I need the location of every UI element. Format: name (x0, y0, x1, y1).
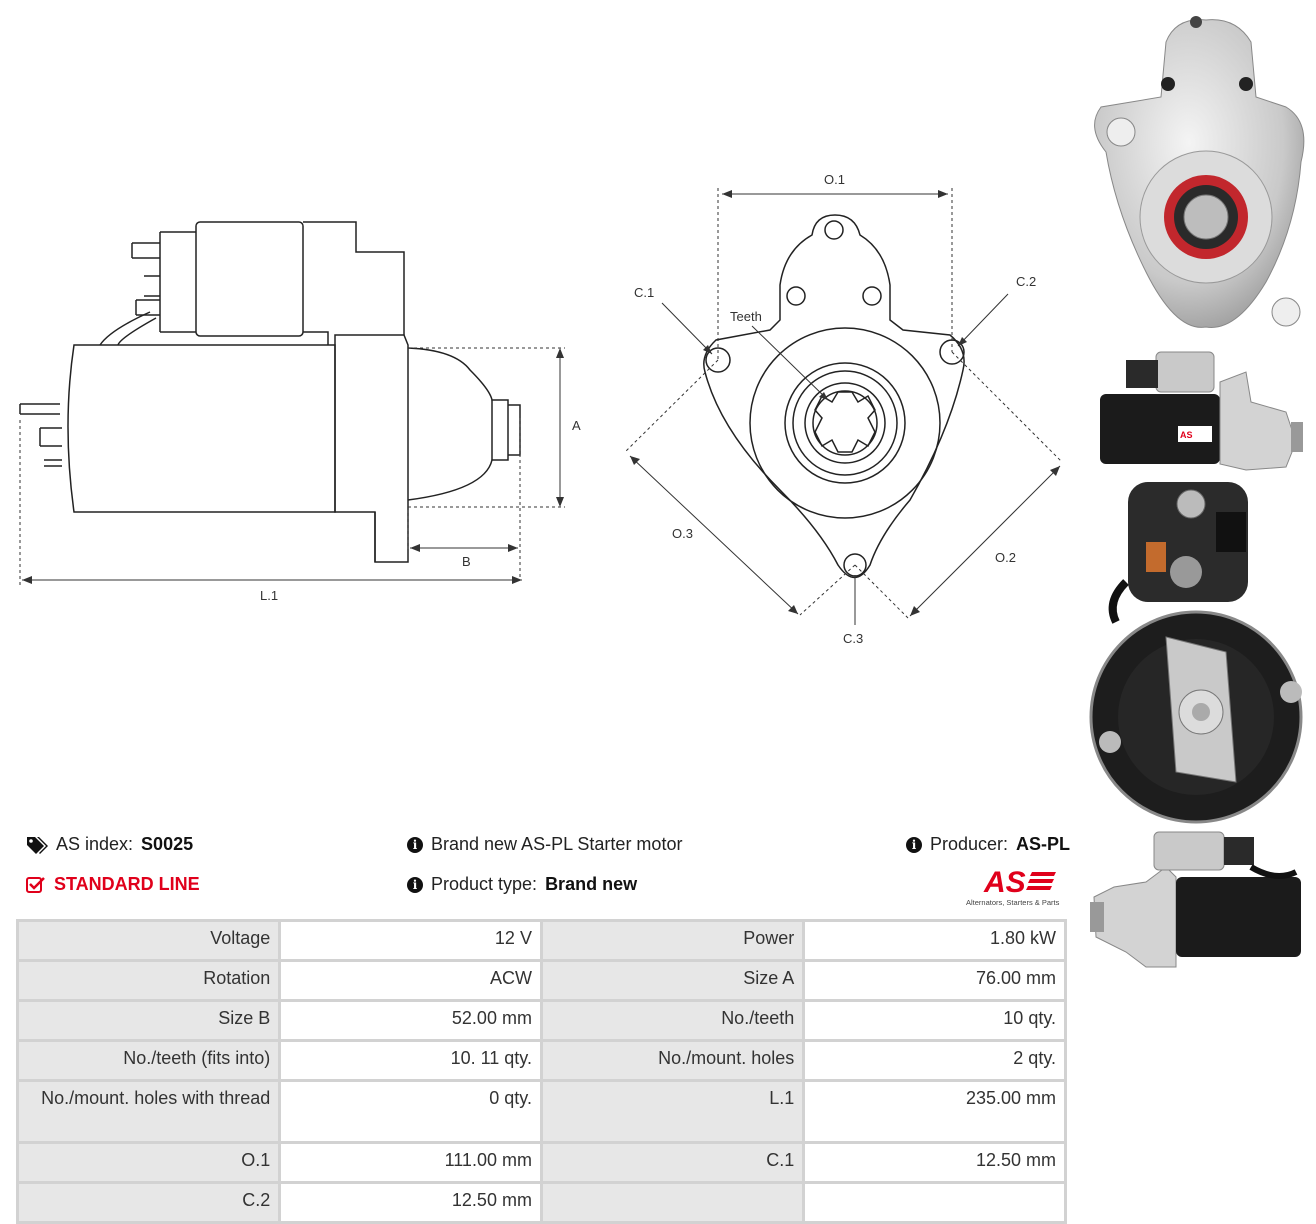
spec-label: Rotation (15, 959, 282, 1002)
as-index-label: AS index: (56, 834, 134, 854)
dim-label-o3: O.3 (672, 526, 693, 541)
dim-label-c1: C.1 (634, 285, 654, 300)
product-type-label: Product type: (431, 874, 538, 894)
product-line: STANDARD LINE (26, 874, 200, 895)
spec-value: 12.50 mm (278, 1181, 543, 1224)
teeth-label: Teeth (730, 309, 762, 324)
product-type: i Product type: Brand new (407, 874, 637, 895)
as-index-value: S0025 (141, 834, 194, 854)
spec-value: 111.00 mm (278, 1141, 543, 1184)
spec-label: No./teeth (fits into) (15, 1039, 282, 1082)
spec-value: 76.00 mm (802, 959, 1067, 1002)
spec-value: 235.00 mm (802, 1079, 1067, 1144)
dim-label-o2: O.2 (995, 550, 1016, 565)
standard-line-label: STANDARD LINE (54, 874, 200, 894)
photo-side-view: AS (1100, 351, 1303, 471)
svg-text:Alternators, Starters & Parts: Alternators, Starters & Parts (966, 898, 1060, 907)
producer-value: AS-PL (1016, 834, 1071, 854)
dim-label-a: A (572, 418, 581, 433)
product-info: AS index: S0025 STANDARD LINE i Brand ne… (26, 828, 1071, 908)
spec-label: No./teeth (539, 999, 806, 1042)
photo-side-view-2 (1090, 831, 1301, 968)
solenoid-outline (195, 221, 304, 337)
spec-value (802, 1181, 1067, 1224)
dim-label-c2: C.2 (1016, 274, 1036, 289)
spec-value: 1.80 kW (802, 919, 1067, 962)
as-index: AS index: S0025 (26, 834, 193, 855)
table-row: Rotation ACW Size A 76.00 mm (15, 959, 1067, 1002)
info-icon: i (407, 836, 423, 853)
info-icon: i (906, 836, 922, 853)
description: i Brand new AS-PL Starter motor (407, 834, 682, 855)
spec-value: 12 V (278, 919, 543, 962)
spec-value: ACW (278, 959, 543, 1002)
product-photos: AS (1086, 12, 1308, 1012)
table-row: O.1 111.00 mm C.1 12.50 mm (15, 1141, 1067, 1184)
spec-value: 10 qty. (802, 999, 1067, 1042)
producer-label: Producer: (930, 834, 1009, 854)
flange-outline (703, 214, 965, 579)
spec-value: 12.50 mm (802, 1141, 1067, 1184)
spec-label: No./mount. holes with thread (15, 1079, 282, 1144)
description-text: Brand new AS-PL Starter motor (431, 834, 683, 854)
spec-label (539, 1181, 806, 1224)
spec-label: Size A (539, 959, 806, 1002)
dim-label-b: B (462, 554, 471, 569)
svg-text:AS: AS (983, 866, 1026, 899)
spec-label: L.1 (539, 1079, 806, 1144)
photo-front-view (1094, 16, 1305, 328)
dim-label-l1: L.1 (260, 588, 278, 603)
table-row: Size B 52.00 mm No./teeth 10 qty. (15, 999, 1067, 1042)
check-square-icon (26, 876, 46, 894)
spec-label: No./mount. holes (539, 1039, 806, 1082)
table-row: No./mount. holes with thread 0 qty. L.1 … (15, 1079, 1067, 1144)
producer: i Producer: AS-PL (906, 834, 1070, 855)
dim-label-o1: O.1 (824, 172, 845, 187)
info-icon: i (407, 876, 423, 893)
technical-drawing: A B L.1 (19, 172, 1063, 646)
spec-label: O.1 (15, 1141, 282, 1184)
spec-label: Size B (15, 999, 282, 1042)
table-row: C.2 12.50 mm (15, 1181, 1067, 1224)
table-row: Voltage 12 V Power 1.80 kW (15, 919, 1067, 962)
spec-label: C.1 (539, 1141, 806, 1184)
spec-label: C.2 (15, 1181, 282, 1224)
spec-table: Voltage 12 V Power 1.80 kW Rotation ACW … (15, 919, 1067, 1224)
spec-value: 10. 11 qty. (278, 1039, 543, 1082)
motor-body-outline (67, 344, 336, 513)
dim-label-c3: C.3 (843, 631, 863, 646)
photo-rear-view (1089, 482, 1303, 824)
table-row: No./teeth (fits into) 10. 11 qty. No./mo… (15, 1039, 1067, 1082)
as-logo: AS Alternators, Starters & Parts (966, 864, 1070, 908)
spec-label: Voltage (15, 919, 282, 962)
spec-value: 0 qty. (278, 1079, 543, 1144)
spec-label: Power (539, 919, 806, 962)
svg-text:AS: AS (1180, 430, 1193, 440)
tags-icon (26, 836, 48, 854)
product-type-value: Brand new (545, 874, 638, 894)
spec-value: 2 qty. (802, 1039, 1067, 1082)
spec-value: 52.00 mm (278, 999, 543, 1042)
